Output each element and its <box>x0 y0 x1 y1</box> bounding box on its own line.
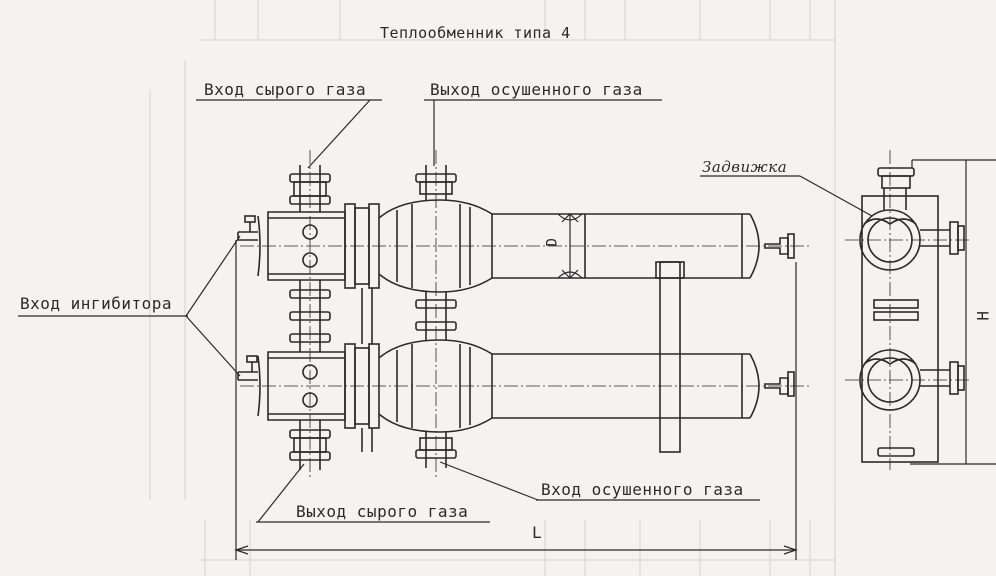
background-grid <box>149 0 836 576</box>
length-label: L <box>532 523 543 542</box>
raw-gas-inlet-label: Вход сырого газа <box>204 80 367 99</box>
centerlines <box>240 150 970 480</box>
raw-gas-outlet-label: Выход сырого газа <box>296 502 469 521</box>
support-frame <box>361 261 685 453</box>
inhibitor-nozzles <box>237 215 258 381</box>
diameter-label: D <box>544 237 561 247</box>
side-view <box>859 167 965 463</box>
dry-gas-outlet-label: Выход осушенного газа <box>430 80 643 99</box>
height-label: H <box>973 310 993 321</box>
inhibitor-inlet-label: Вход ингибитора <box>20 294 172 313</box>
lower-shell <box>257 339 795 433</box>
drawing-title: Теплообменник типа 4 <box>380 24 571 42</box>
valve-label: Задвижка <box>702 158 788 176</box>
leader-lines <box>18 99 996 523</box>
dry-gas-inlet-label: Вход осушенного газа <box>541 480 744 499</box>
length-dimension <box>234 160 967 560</box>
